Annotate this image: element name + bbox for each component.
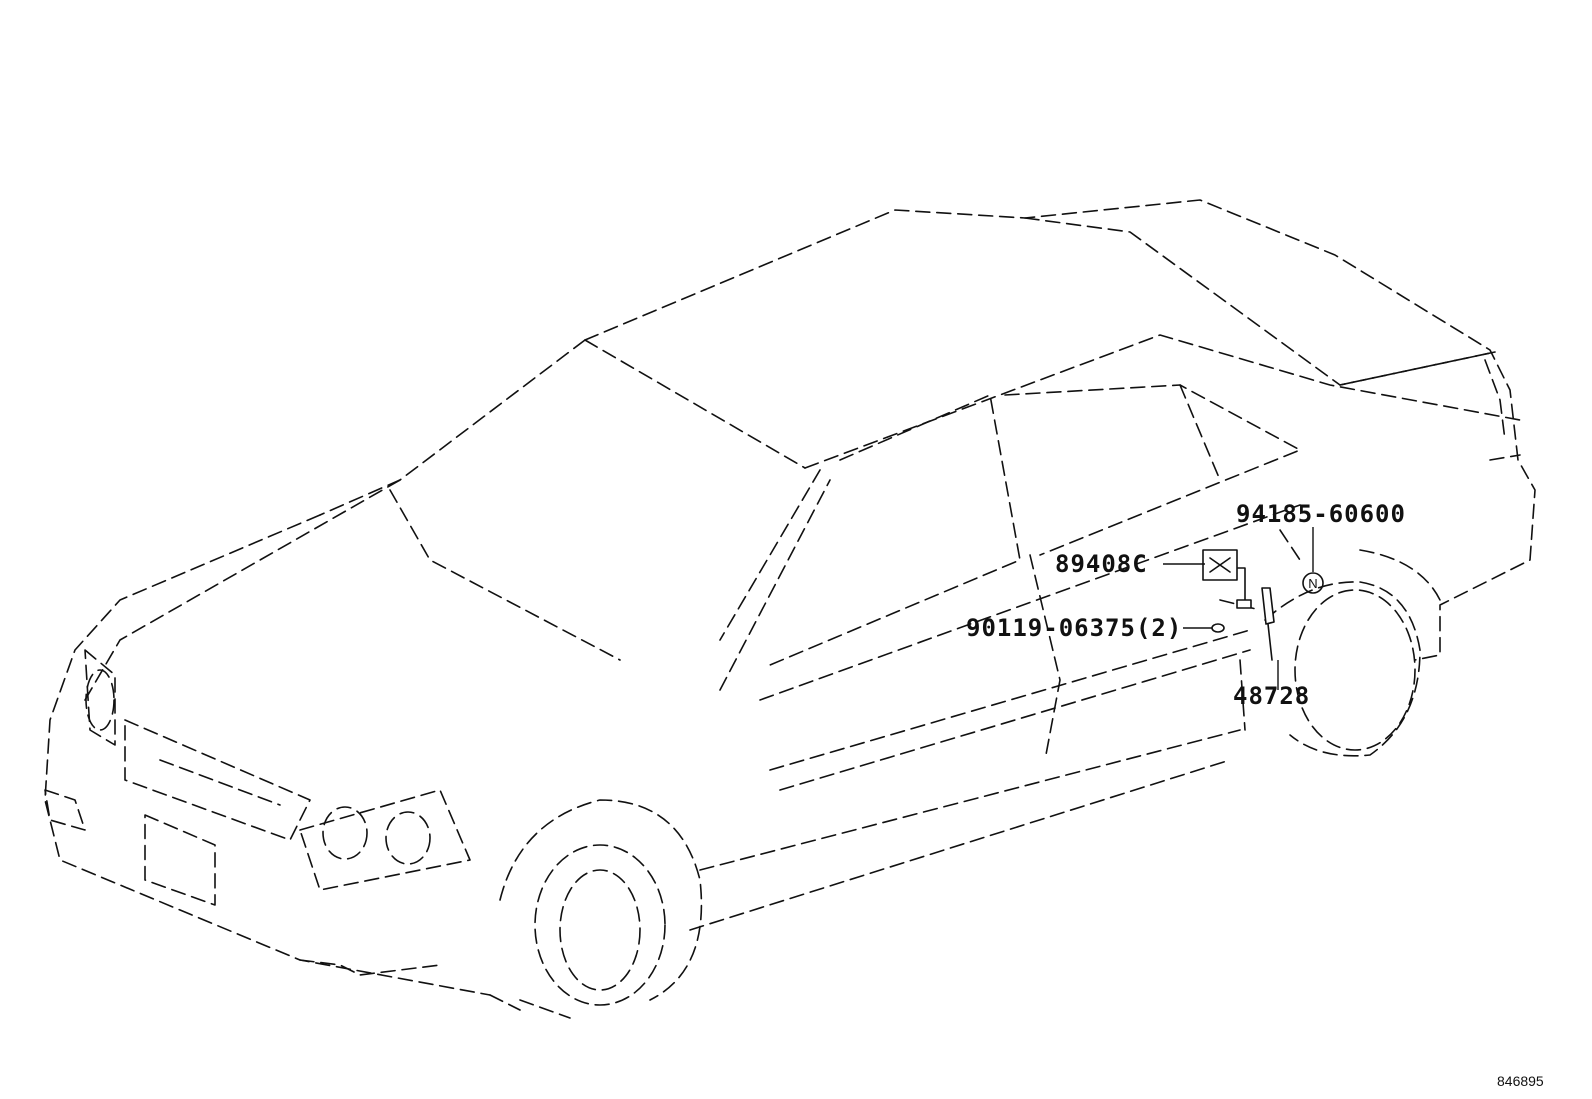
symbol-n-label: N xyxy=(1308,576,1317,591)
callout-wire-harness: 94185-60600 xyxy=(1236,500,1406,528)
callout-sensor-bracket: 89408C xyxy=(1055,550,1148,578)
sensor-link-part xyxy=(1261,587,1275,661)
figure-reference-number: 846895 xyxy=(1497,1073,1544,1089)
leader-lines xyxy=(1163,527,1314,690)
height-sensor-part xyxy=(1202,549,1252,609)
bolt-part xyxy=(1211,623,1225,633)
callout-screw: 90119-06375(2) xyxy=(966,614,1183,642)
symbol-n-marker: N xyxy=(1302,572,1324,594)
car-body-outline xyxy=(44,199,1536,1019)
callout-link: 48728 xyxy=(1233,682,1311,710)
